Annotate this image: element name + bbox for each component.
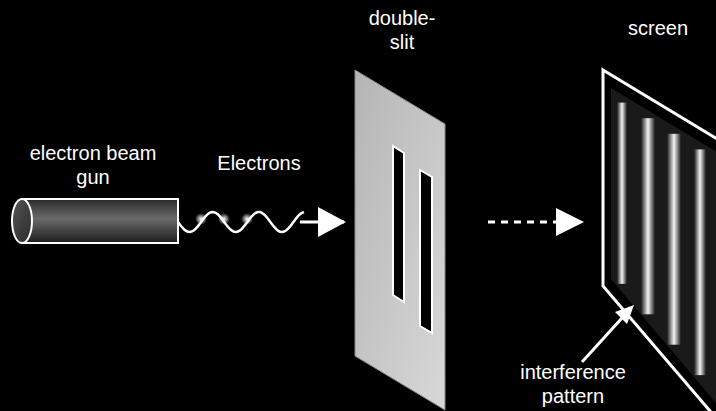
screen-label: screen: [610, 16, 706, 40]
interference-fringe: [694, 149, 706, 375]
double-slit-plate: [355, 70, 445, 410]
electron-dot: [195, 213, 207, 225]
pattern-label: interference pattern: [498, 360, 648, 408]
electrons-label: Electrons: [206, 151, 312, 175]
electron-wave: [178, 212, 304, 232]
leader-arrowhead: [615, 305, 634, 324]
electron-dot: [241, 213, 253, 225]
interference-fringe: [641, 118, 655, 314]
beam-arrowhead: [318, 207, 346, 237]
slit-label: double-slit: [360, 6, 444, 54]
dashed-arrowhead: [556, 208, 584, 236]
gun-label: electron beam gun: [22, 141, 164, 189]
dashed-arrow: [488, 221, 560, 224]
electron-dot: [218, 213, 230, 225]
interference-fringe: [667, 134, 681, 345]
screen: [603, 70, 716, 411]
electron-gun: [12, 199, 178, 243]
leader-line: [582, 318, 622, 362]
interference-fringe: [617, 103, 627, 284]
